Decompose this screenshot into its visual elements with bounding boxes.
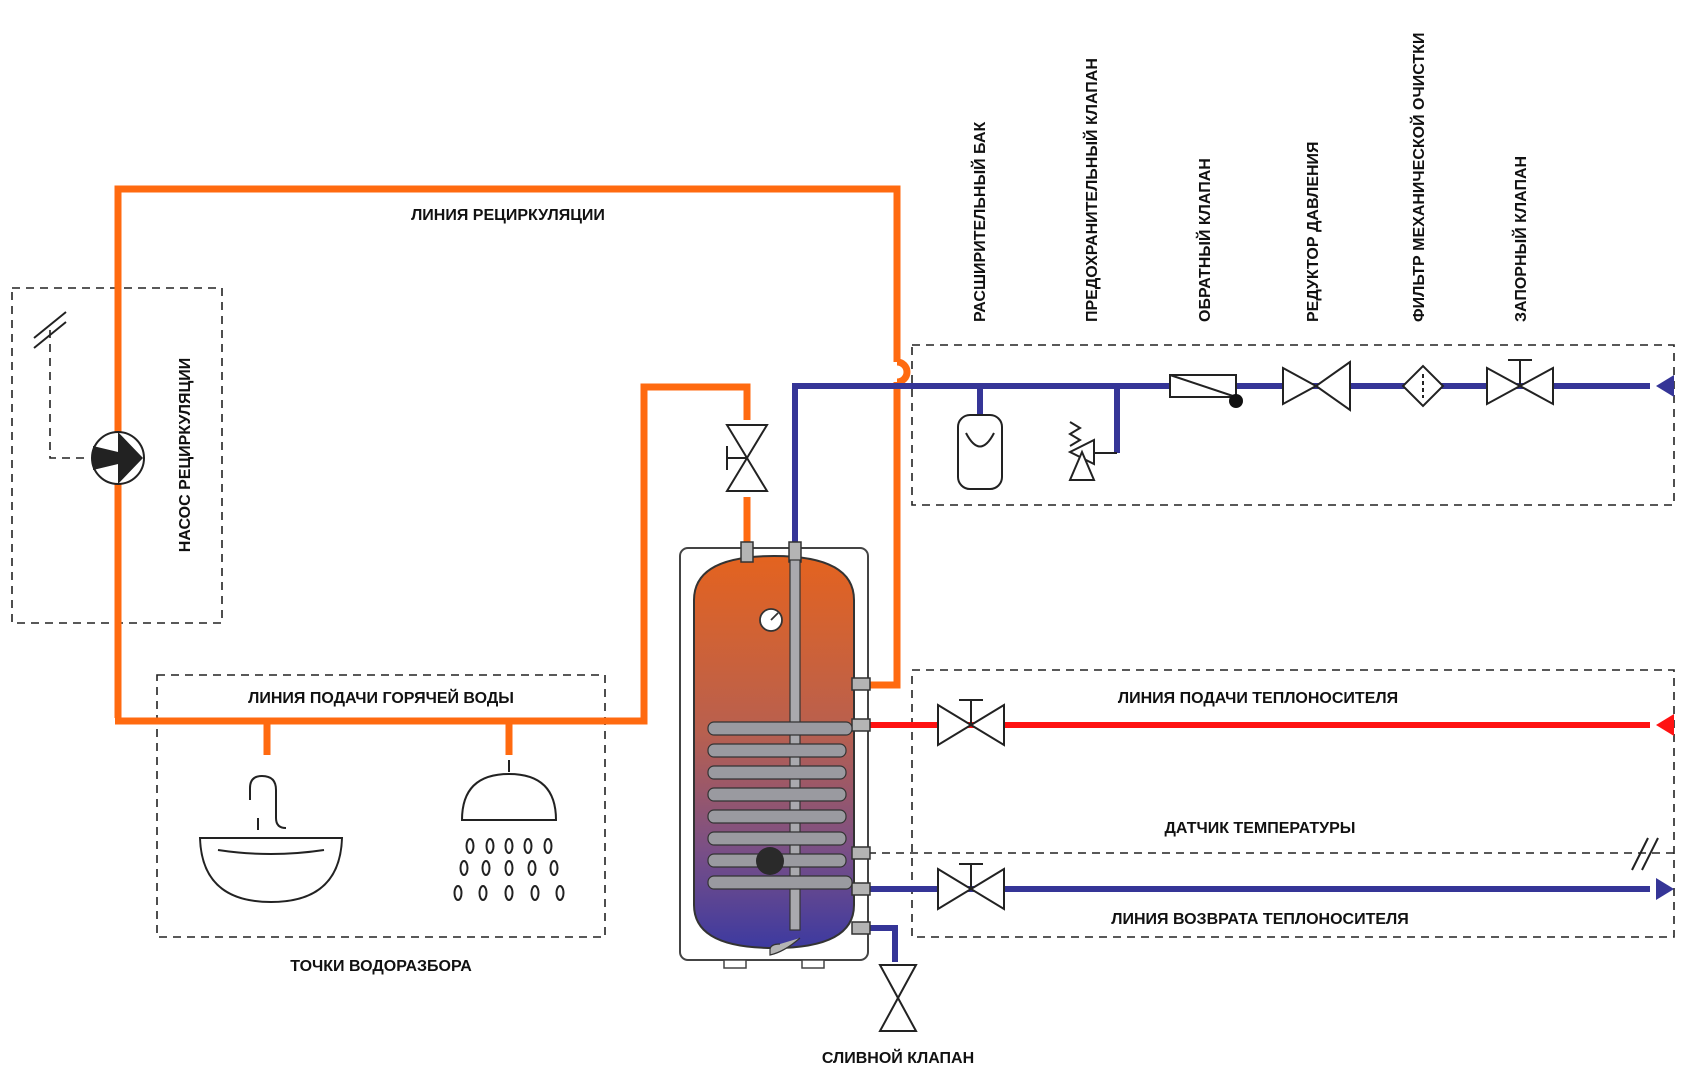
label-expansion-tank: РАСШИРИТЕЛЬНЫЙ БАК	[970, 121, 989, 322]
label-safety-valve: ПРЕДОХРАНИТЕЛЬНЫЙ КЛАПАН	[1082, 58, 1101, 322]
heat-circuit-group-box	[911, 669, 1675, 938]
draw-points-group-box	[156, 674, 606, 938]
label-recirc-line: ЛИНИЯ РЕЦИРКУЛЯЦИИ	[411, 207, 605, 224]
label-recirc-pump: НАСОС РЕЦИРКУЛЯЦИИ	[177, 358, 194, 552]
label-pressure-reducer: РЕДУКТОР ДАВЛЕНИЯ	[1305, 141, 1322, 322]
thermometer-icon	[759, 608, 783, 632]
check-valve-icon	[1169, 374, 1243, 408]
label-check-valve: ОБРАТНЫЙ КЛАПАН	[1195, 158, 1214, 322]
recirculation-pump-icon	[91, 431, 145, 485]
label-drain-valve: СЛИВНОЙ КЛАПАН	[822, 1048, 974, 1067]
label-hot-supply: ЛИНИЯ ПОДАЧИ ГОРЯЧЕЙ ВОДЫ	[248, 688, 514, 707]
heating-coil	[707, 721, 853, 890]
label-draw-points: ТОЧКИ ВОДОРАЗБОРА	[290, 958, 472, 975]
cold-inlet-pipe	[792, 383, 1650, 545]
cold-inlet-arrow	[1656, 375, 1674, 397]
sink-icon	[198, 774, 344, 904]
heat-supply-arrow	[1656, 714, 1674, 736]
temperature-sensor-link	[868, 837, 1674, 871]
safety-valve-icon	[1067, 421, 1117, 481]
label-shutoff-valve: ЗАПОРНЫЙ КЛАПАН	[1511, 156, 1530, 322]
hot-outlet-valve-icon	[725, 424, 769, 492]
heat-supply-valve-icon	[937, 699, 1005, 747]
cold-inlet-group-box	[911, 344, 1675, 506]
label-heat-return: ЛИНИЯ ВОЗВРАТА ТЕПЛОНОСИТЕЛЯ	[1111, 911, 1409, 928]
heat-return-valve-icon	[937, 863, 1005, 911]
temperature-sensor-icon	[756, 847, 784, 875]
expansion-tank-icon	[957, 414, 1003, 490]
storage-tank	[679, 541, 871, 969]
filter-icon	[1401, 364, 1445, 408]
pressure-reducer-icon	[1282, 360, 1351, 412]
shutoff-valve-icon	[1486, 359, 1554, 406]
shower-icon	[453, 760, 565, 901]
drain-pipe	[868, 925, 898, 962]
label-temp-sensor: ДАТЧИК ТЕМПЕРАТУРЫ	[1165, 820, 1356, 837]
label-filter: ФИЛЬТР МЕХАНИЧЕСКОЙ ОЧИСТКИ	[1409, 33, 1428, 322]
drain-valve-icon	[878, 964, 918, 1032]
label-heat-supply: ЛИНИЯ ПОДАЧИ ТЕПЛОНОСИТЕЛЯ	[1118, 690, 1398, 707]
hot-supply-pipe	[115, 383, 751, 755]
heat-return-arrow	[1656, 878, 1674, 900]
pump-control-link	[33, 311, 88, 459]
